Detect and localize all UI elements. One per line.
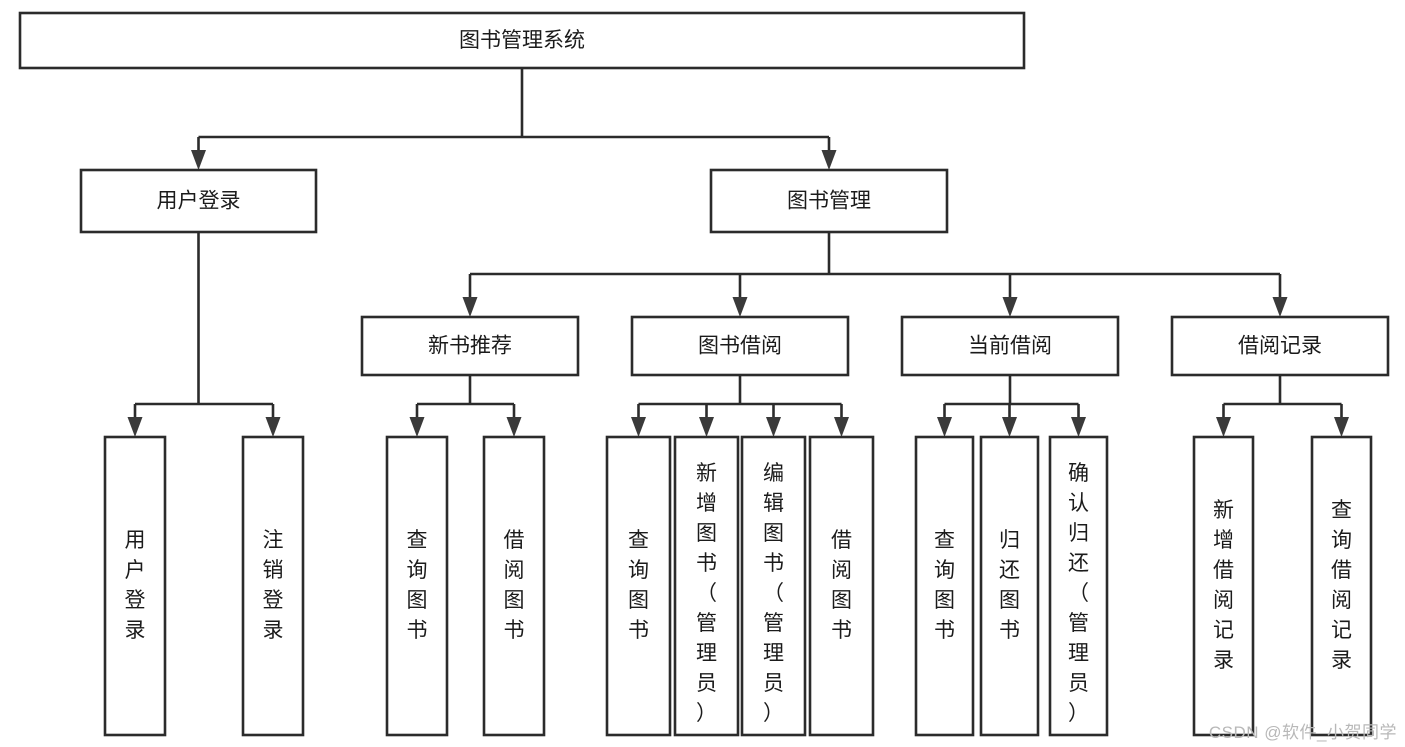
- arrow-head-icon: [506, 417, 522, 437]
- node-login[interactable]: 用户登录: [79, 168, 318, 234]
- node-box[interactable]: [673, 435, 740, 737]
- node-leaf-confirm-return[interactable]: 确认归还（管理员）: [1048, 435, 1109, 737]
- node-box[interactable]: [18, 11, 1026, 70]
- node-label: 借阅记录: [1238, 335, 1322, 358]
- node-label: 借阅图书: [504, 529, 525, 642]
- node-leaf-query-record[interactable]: 查询借阅记录: [1310, 435, 1373, 737]
- node-current[interactable]: 当前借阅: [900, 315, 1120, 377]
- node-bookmgmt[interactable]: 图书管理: [709, 168, 949, 234]
- node-leaf-logout[interactable]: 注销登录: [241, 435, 305, 737]
- node-box[interactable]: [979, 435, 1040, 737]
- node-box[interactable]: [482, 435, 546, 737]
- arrow-head-icon: [1334, 417, 1349, 437]
- node-box[interactable]: [808, 435, 875, 737]
- node-label: 新增借阅记录: [1213, 499, 1234, 672]
- node-leaf-add-book[interactable]: 新增图书（管理员）: [673, 435, 740, 737]
- node-layer: 图书管理系统用户登录图书管理新书推荐图书借阅当前借阅借阅记录用户登录注销登录查询…: [18, 11, 1390, 737]
- node-label: 图书管理: [787, 190, 871, 213]
- arrow-head-icon: [409, 417, 425, 437]
- node-label: 查询借阅记录: [1331, 499, 1352, 672]
- node-newbook[interactable]: 新书推荐: [360, 315, 580, 377]
- arrow-head-icon: [937, 417, 952, 437]
- arrow-head-icon: [191, 150, 206, 170]
- node-box[interactable]: [914, 435, 975, 737]
- node-label: 查询图书: [628, 529, 649, 642]
- node-box[interactable]: [360, 315, 580, 377]
- node-label: 查询图书: [934, 529, 955, 642]
- arrow-head-icon: [265, 417, 281, 437]
- node-leaf-query-book-cur[interactable]: 查询图书: [914, 435, 975, 737]
- node-leaf-add-record[interactable]: 新增借阅记录: [1192, 435, 1255, 737]
- arrow-head-icon: [699, 417, 714, 437]
- arrow-head-icon: [1071, 417, 1086, 437]
- node-box[interactable]: [241, 435, 305, 737]
- arrow-head-icon: [462, 297, 478, 317]
- node-leaf-borrow-book-new[interactable]: 借阅图书: [482, 435, 546, 737]
- node-box[interactable]: [1048, 435, 1109, 737]
- node-label: 新书推荐: [428, 335, 512, 358]
- node-label: 注销登录: [263, 529, 284, 642]
- node-box[interactable]: [1192, 435, 1255, 737]
- arrow-head-icon: [1002, 297, 1018, 317]
- node-leaf-borrow-book[interactable]: 借阅图书: [808, 435, 875, 737]
- arrow-head-icon: [834, 417, 849, 437]
- arrow-head-icon: [127, 417, 143, 437]
- node-borrow[interactable]: 图书借阅: [630, 315, 850, 377]
- node-label: 编辑图书（管理员）: [763, 462, 784, 725]
- node-box[interactable]: [740, 435, 807, 737]
- node-box[interactable]: [385, 435, 449, 737]
- node-box[interactable]: [630, 315, 850, 377]
- node-leaf-return-book[interactable]: 归还图书: [979, 435, 1040, 737]
- node-label: 用户登录: [157, 190, 241, 213]
- arrow-head-icon: [766, 417, 781, 437]
- arrow-head-icon: [1272, 297, 1288, 317]
- node-box[interactable]: [900, 315, 1120, 377]
- node-records[interactable]: 借阅记录: [1170, 315, 1390, 377]
- arrow-head-icon: [732, 297, 748, 317]
- node-label: 借阅图书: [831, 529, 852, 642]
- node-leaf-edit-book[interactable]: 编辑图书（管理员）: [740, 435, 807, 737]
- node-label: 新增图书（管理员）: [696, 462, 717, 725]
- node-box[interactable]: [605, 435, 672, 737]
- node-label: 图书管理系统: [459, 29, 585, 52]
- arrow-head-icon: [631, 417, 646, 437]
- arrow-head-icon: [1216, 417, 1231, 437]
- node-box[interactable]: [79, 168, 318, 234]
- node-leaf-query-book-new[interactable]: 查询图书: [385, 435, 449, 737]
- node-label: 确认归还（管理员）: [1068, 462, 1089, 725]
- node-label: 归还图书: [999, 529, 1020, 642]
- node-label: 查询图书: [407, 529, 428, 642]
- node-box[interactable]: [709, 168, 949, 234]
- node-box[interactable]: [103, 435, 167, 737]
- arrow-head-icon: [821, 150, 837, 170]
- node-leaf-query-book[interactable]: 查询图书: [605, 435, 672, 737]
- connector-layer: [127, 68, 1349, 437]
- node-root[interactable]: 图书管理系统: [18, 11, 1026, 70]
- node-box[interactable]: [1170, 315, 1390, 377]
- node-box[interactable]: [1310, 435, 1373, 737]
- node-label: 图书借阅: [698, 335, 782, 358]
- node-leaf-user-login[interactable]: 用户登录: [103, 435, 167, 737]
- arrow-head-icon: [1002, 417, 1017, 437]
- node-label: 当前借阅: [968, 335, 1052, 358]
- node-label: 用户登录: [125, 529, 146, 642]
